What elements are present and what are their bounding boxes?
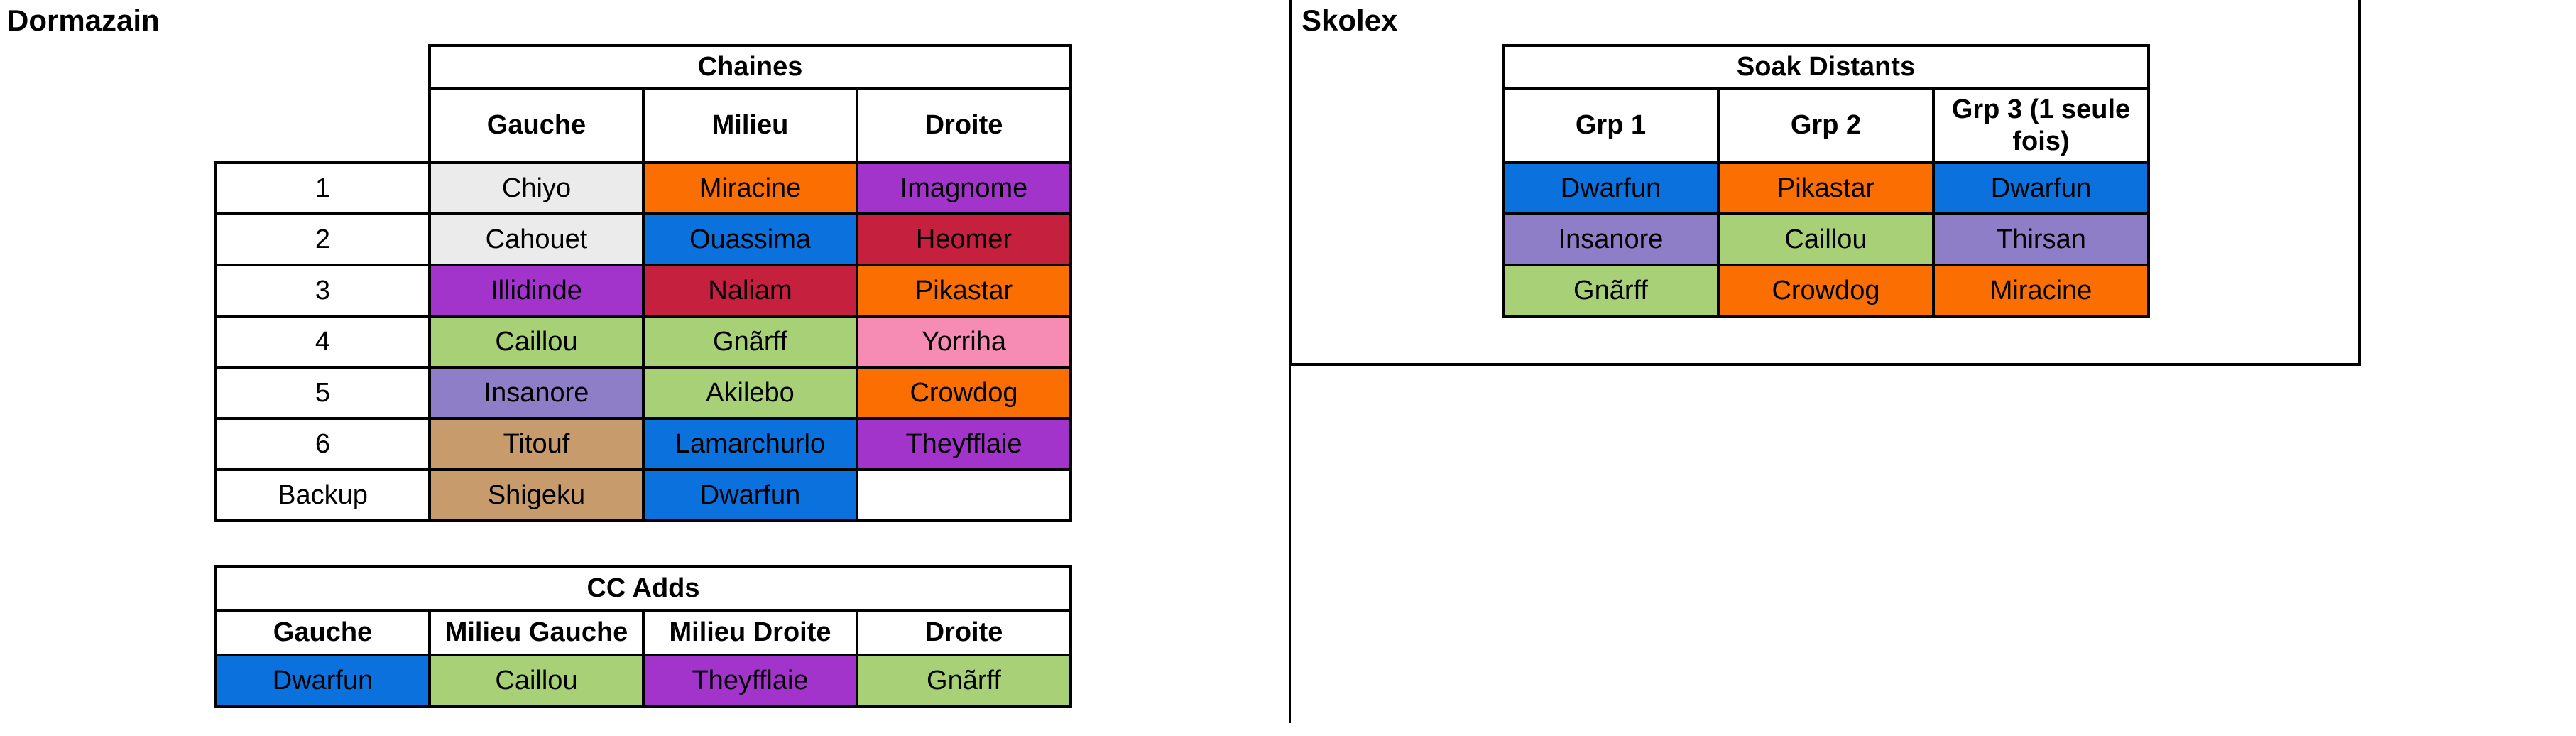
soak-cell-2-grp3[interactable]: Thirsan — [1932, 212, 2150, 266]
chaines-cell-4-gauche[interactable]: Caillou — [428, 315, 645, 369]
chaines-cell-3-milieu[interactable]: Naliam — [642, 264, 858, 318]
cc-adds-col-gauche[interactable]: Gauche — [214, 609, 431, 656]
cc-adds-row-1: Dwarfun Caillou Theyfflaie Gnãrff — [214, 654, 1072, 708]
chaines-cell-5-droite[interactable]: Crowdog — [856, 366, 1072, 420]
chaines-col-gauche[interactable]: Gauche — [428, 87, 645, 164]
chaines-cell-backup-droite[interactable] — [856, 468, 1072, 522]
chaines-row-backup-label[interactable]: Backup — [214, 468, 431, 522]
soak-distants-table: Soak Distants Grp 1 Grp 2 Grp 3 (1 seule… — [1502, 44, 2150, 318]
soak-cell-1-grp3[interactable]: Dwarfun — [1932, 161, 2150, 215]
chaines-title-row: Chaines — [216, 44, 1072, 90]
cc-adds-header-row: Gauche Milieu Gauche Milieu Droite Droit… — [214, 609, 1072, 656]
soak-col-grp2[interactable]: Grp 2 — [1717, 87, 1935, 164]
soak-cell-1-grp1[interactable]: Dwarfun — [1502, 161, 1720, 215]
skolex-section-title[interactable]: Skolex — [1301, 4, 1398, 37]
chaines-row-6: 6 Titouf Lamarchurlo Theyfflaie — [214, 417, 1072, 471]
chaines-table: Chaines Gauche Milieu Droite 1 Chiyo Mir… — [214, 44, 1072, 522]
chaines-cell-6-gauche[interactable]: Titouf — [428, 417, 645, 471]
chaines-cell-2-gauche[interactable]: Cahouet — [428, 212, 645, 266]
chaines-row-4-label[interactable]: 4 — [214, 315, 431, 369]
chaines-cell-3-gauche[interactable]: Illidinde — [428, 264, 645, 318]
skolex-section-border: Skolex — [1289, 0, 2361, 366]
soak-cell-3-grp3[interactable]: Miracine — [1932, 264, 2150, 318]
chaines-row-4: 4 Caillou Gnãrff Yorriha — [214, 315, 1072, 369]
soak-distants-title[interactable]: Soak Distants — [1502, 44, 2150, 90]
chaines-cell-5-milieu[interactable]: Akilebo — [642, 366, 858, 420]
cc-adds-title-row: CC Adds — [214, 565, 1072, 612]
chaines-cell-6-droite[interactable]: Theyfflaie — [856, 417, 1072, 471]
chaines-cell-3-droite[interactable]: Pikastar — [856, 264, 1072, 318]
soak-row-3: Gnãrff Crowdog Miracine — [1502, 264, 2150, 318]
cc-adds-cell-gauche[interactable]: Dwarfun — [214, 654, 431, 708]
chaines-header-row: Gauche Milieu Droite — [216, 87, 1072, 164]
cc-adds-cell-droite[interactable]: Gnãrff — [856, 654, 1072, 708]
chaines-row-3-label[interactable]: 3 — [214, 264, 431, 318]
cc-adds-col-milieu-droite[interactable]: Milieu Droite — [642, 609, 858, 656]
soak-title-row: Soak Distants — [1502, 44, 2150, 90]
chaines-header-spacer — [216, 88, 430, 163]
chaines-title[interactable]: Chaines — [428, 44, 1072, 90]
chaines-corner-spacer — [216, 45, 430, 88]
soak-cell-3-grp1[interactable]: Gnãrff — [1502, 264, 1720, 318]
chaines-row-2: 2 Cahouet Ouassima Heomer — [214, 212, 1072, 266]
soak-col-grp3[interactable]: Grp 3 (1 seule fois) — [1932, 87, 2150, 164]
soak-col-grp1[interactable]: Grp 1 — [1502, 87, 1720, 164]
chaines-cell-1-gauche[interactable]: Chiyo — [428, 161, 645, 215]
dormazain-section-title[interactable]: Dormazain — [7, 4, 160, 37]
chaines-row-6-label[interactable]: 6 — [214, 417, 431, 471]
chaines-cell-6-milieu[interactable]: Lamarchurlo — [642, 417, 858, 471]
chaines-row-3: 3 Illidinde Naliam Pikastar — [214, 264, 1072, 318]
chaines-cell-5-gauche[interactable]: Insanore — [428, 366, 645, 420]
cc-adds-col-droite[interactable]: Droite — [856, 609, 1072, 656]
chaines-cell-4-milieu[interactable]: Gnãrff — [642, 315, 858, 369]
soak-cell-1-grp2[interactable]: Pikastar — [1717, 161, 1935, 215]
chaines-cell-1-milieu[interactable]: Miracine — [642, 161, 858, 215]
soak-cell-3-grp2[interactable]: Crowdog — [1717, 264, 1935, 318]
chaines-row-1: 1 Chiyo Miracine Imagnome — [214, 161, 1072, 215]
chaines-col-milieu[interactable]: Milieu — [642, 87, 858, 164]
chaines-cell-backup-gauche[interactable]: Shigeku — [428, 468, 645, 522]
cc-adds-col-milieu-gauche[interactable]: Milieu Gauche — [428, 609, 645, 656]
chaines-col-droite[interactable]: Droite — [856, 87, 1072, 164]
chaines-row-2-label[interactable]: 2 — [214, 212, 431, 266]
chaines-row-1-label[interactable]: 1 — [214, 161, 431, 215]
soak-cell-2-grp1[interactable]: Insanore — [1502, 212, 1720, 266]
chaines-cell-1-droite[interactable]: Imagnome — [856, 161, 1072, 215]
soak-cell-2-grp2[interactable]: Caillou — [1717, 212, 1935, 266]
soak-header-row: Grp 1 Grp 2 Grp 3 (1 seule fois) — [1502, 87, 2150, 164]
cc-adds-table: CC Adds Gauche Milieu Gauche Milieu Droi… — [214, 565, 1072, 708]
cc-adds-cell-milieu-droite[interactable]: Theyfflaie — [642, 654, 858, 708]
chaines-cell-4-droite[interactable]: Yorriha — [856, 315, 1072, 369]
chaines-row-5-label[interactable]: 5 — [214, 366, 431, 420]
chaines-cell-2-droite[interactable]: Heomer — [856, 212, 1072, 266]
chaines-cell-2-milieu[interactable]: Ouassima — [642, 212, 858, 266]
cc-adds-title[interactable]: CC Adds — [214, 565, 1072, 612]
section-divider-line — [1289, 366, 1291, 723]
soak-row-1: Dwarfun Pikastar Dwarfun — [1502, 161, 2150, 215]
chaines-row-backup: Backup Shigeku Dwarfun — [214, 468, 1072, 522]
cc-adds-cell-milieu-gauche[interactable]: Caillou — [428, 654, 645, 708]
chaines-row-5: 5 Insanore Akilebo Crowdog — [214, 366, 1072, 420]
chaines-cell-backup-milieu[interactable]: Dwarfun — [642, 468, 858, 522]
soak-row-2: Insanore Caillou Thirsan — [1502, 212, 2150, 266]
